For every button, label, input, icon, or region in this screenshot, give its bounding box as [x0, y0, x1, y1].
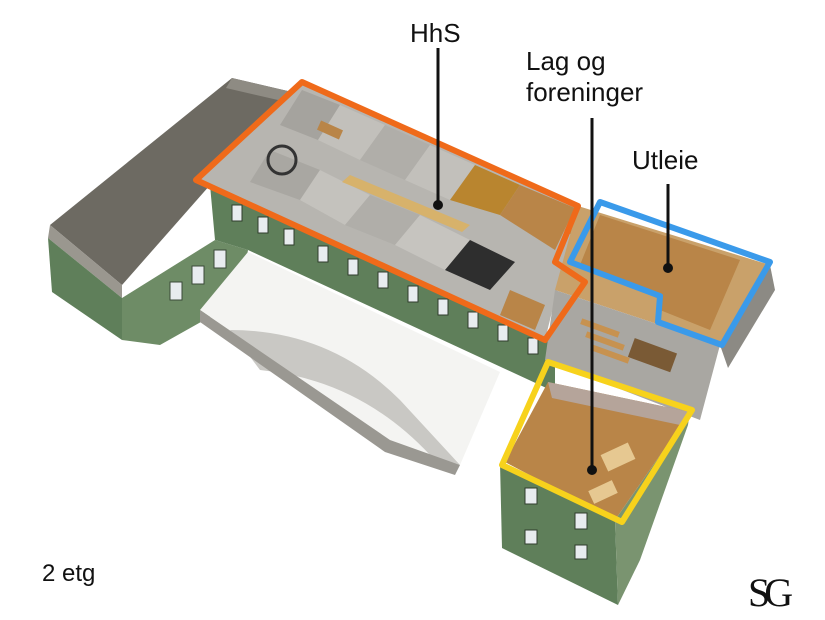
utleie-leader-dot — [663, 263, 673, 273]
main-facade-windows — [231, 204, 539, 355]
logo-mark: SG — [748, 570, 793, 615]
lag-label-line2: foreninger — [526, 77, 644, 107]
floor-label: 2 etg — [42, 560, 96, 587]
left-wing-windows — [169, 249, 227, 301]
hhs-leader-dot — [433, 200, 443, 210]
interior-rooms — [250, 90, 606, 330]
hhs-outline — [193, 79, 588, 343]
stairs — [580, 318, 678, 373]
lag-outline — [499, 359, 695, 525]
hhs-label: HhS — [410, 18, 461, 48]
left-wing-facade — [48, 238, 122, 340]
lag-og-foreninger-label: Lag og foreninger — [526, 46, 643, 108]
lag-leader-dot — [587, 465, 597, 475]
left-wing-roof — [50, 78, 292, 285]
utleie-room-floor — [580, 215, 740, 330]
courtyard-roof-shade — [230, 330, 460, 465]
lag-label-line1: Lag og — [526, 46, 606, 76]
lag-room-wall — [548, 382, 690, 425]
left-wing-roof-rim — [226, 78, 292, 100]
right-block-facade — [720, 265, 775, 368]
tower-facade-right — [615, 412, 690, 605]
tower-windows — [524, 487, 588, 560]
utleie-outline — [567, 199, 773, 348]
sg-logo: SG — [748, 572, 818, 616]
utleie-label: Utleie — [632, 145, 699, 175]
courtyard-roof — [200, 252, 500, 465]
courtyard-lower-wall — [200, 310, 460, 475]
lag-room-window-light — [588, 442, 636, 504]
left-wing-roof-edge — [48, 225, 122, 298]
